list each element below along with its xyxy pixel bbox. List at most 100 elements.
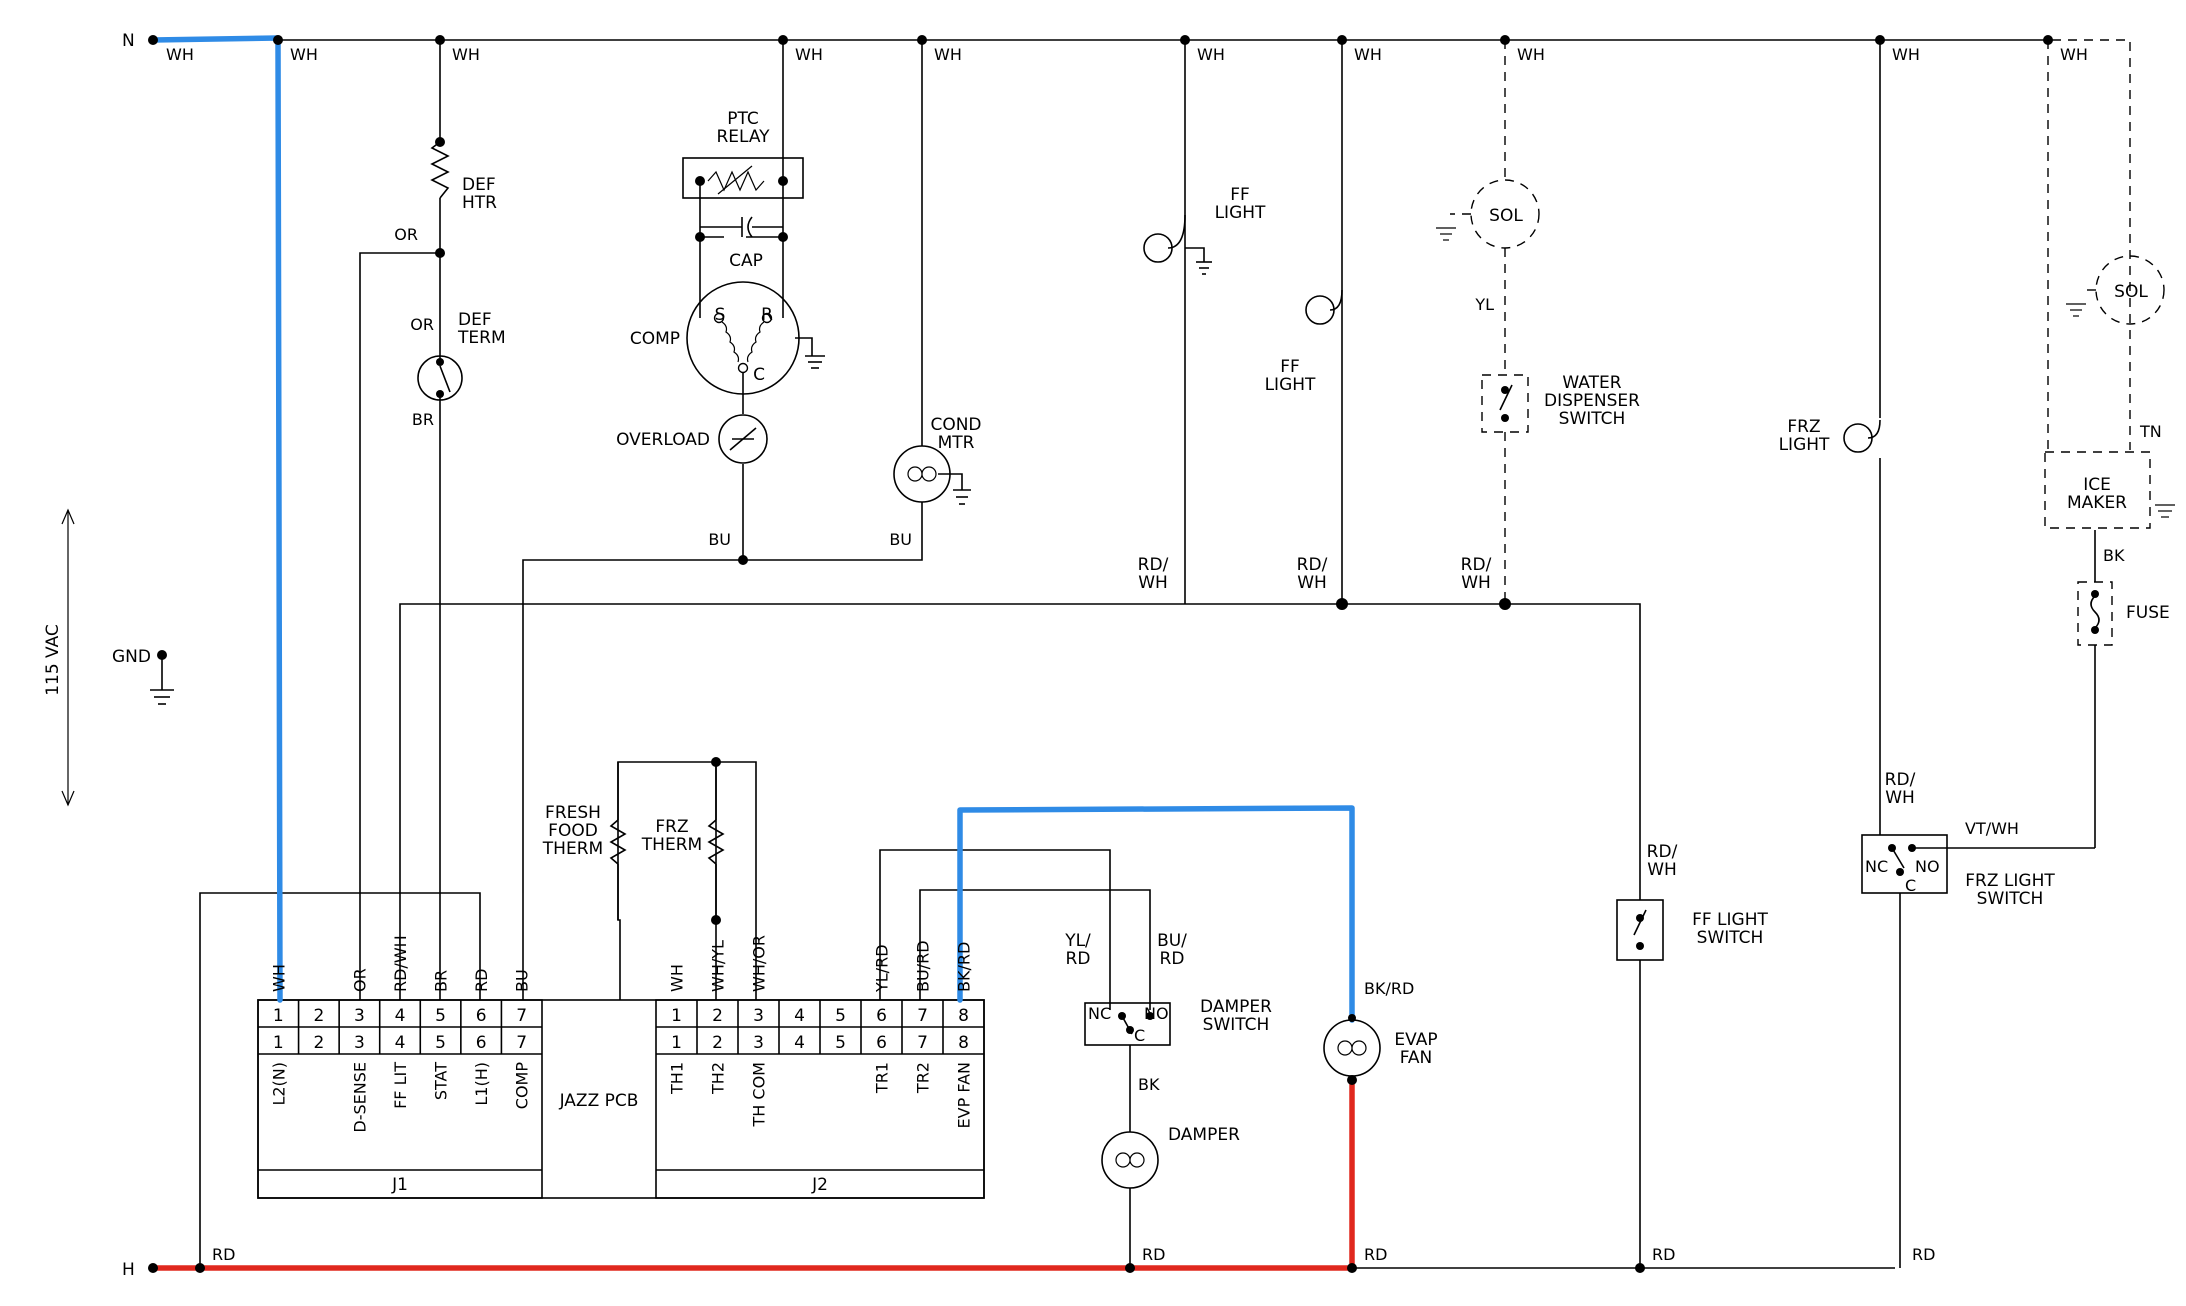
compressor-motor <box>686 281 800 395</box>
wire-label-rd: RD <box>212 1245 235 1264</box>
wire-label-wh: WH <box>1197 45 1225 64</box>
j2-pin-number: 5 <box>835 1033 846 1053</box>
cap-label: CAP <box>729 251 763 271</box>
j1-signal-label: FF LIT <box>391 1062 410 1109</box>
water-dispenser-switch <box>1481 374 1529 433</box>
ground-symbol <box>150 655 174 705</box>
j1-wire-label: RD/WH <box>391 935 410 992</box>
j2-signal-label: EVP FAN <box>955 1062 974 1128</box>
frz-thermistor <box>707 819 725 920</box>
ice-maker <box>2044 451 2175 529</box>
wire-label-tn: TN <box>2139 422 2162 441</box>
frz-switch-nc: NC <box>1865 857 1888 876</box>
j1-wire-label: RD <box>472 969 491 992</box>
ground-label: GND <box>112 647 151 667</box>
cond-motor <box>893 445 951 503</box>
j2-label: J2 <box>811 1175 828 1195</box>
j2-pin-number: 2 <box>712 1006 723 1026</box>
comp-c-label: C <box>753 365 765 385</box>
wire-label-rd-wh-2: RD/WH <box>1297 555 1328 593</box>
j2-pin-number: 8 <box>958 1033 969 1053</box>
j1-pin-number: 3 <box>354 1006 365 1026</box>
overload-protector <box>718 414 768 464</box>
frz-switch-no: NO <box>1915 857 1940 876</box>
damper-label: DAMPER <box>1168 1125 1240 1145</box>
capacitor <box>700 216 783 238</box>
wire-label-wh: WH <box>795 45 823 64</box>
fresh-food-thermistor <box>609 819 627 920</box>
wire-label-rd: RD <box>1912 1245 1935 1264</box>
ptc-relay <box>682 157 804 199</box>
wire-label-rd-wh-frz: RD/WH <box>1885 770 1916 808</box>
wire-label-br: BR <box>412 410 434 429</box>
evap-fan-motor <box>1323 1019 1381 1077</box>
wire-label-wh: WH <box>452 45 480 64</box>
wires <box>199 39 2131 1269</box>
j2-signal-label: TR1 <box>873 1062 892 1094</box>
j2-wire-label: WH/OR <box>750 935 769 992</box>
j2-wire-label: BU/RD <box>914 940 933 992</box>
wire-label-or: OR <box>410 315 434 334</box>
wire-label-rd-wh-3: RD/WH <box>1461 555 1492 593</box>
overload-label: OVERLOAD <box>616 430 710 450</box>
ff-light-lamp-2 <box>1305 295 1335 325</box>
voltage-label: 115 VAC <box>43 624 63 696</box>
ice-maker-solenoid <box>2066 255 2165 325</box>
j1-pin-number: 3 <box>354 1033 365 1053</box>
junction-dots <box>148 35 2099 1273</box>
wire-label-bu: BU <box>889 530 912 549</box>
j2-pin-number: 1 <box>671 1006 682 1026</box>
j2-signal-label: TH2 <box>709 1062 728 1095</box>
j1-pin-number: 1 <box>273 1006 284 1026</box>
j2-pin-number: 6 <box>876 1006 887 1026</box>
j1-pin-number: 7 <box>516 1006 527 1026</box>
j2-signal-label: TR2 <box>914 1062 933 1094</box>
sol-label-1: SOL <box>1489 206 1523 226</box>
fuse-label: FUSE <box>2126 603 2170 623</box>
j2-wire-label: WH <box>668 964 687 992</box>
j2-pin-number: 1 <box>671 1033 682 1053</box>
wire-label-bk-damper: BK <box>1138 1075 1160 1094</box>
water-solenoid <box>1436 179 1540 249</box>
wire-label-bk: BK <box>2103 546 2125 565</box>
j1-pin-number: 1 <box>273 1033 284 1053</box>
j2-pin-number: 3 <box>753 1006 764 1026</box>
j2-wire-label: WH/YL <box>709 940 728 992</box>
labels: N H GND 115 VAC WH WH WH WH WH WH WH WH … <box>43 31 2170 1280</box>
wire-label-rd: RD <box>1652 1245 1675 1264</box>
j2-pin-number: 7 <box>917 1006 928 1026</box>
j1-pin-number: 2 <box>313 1006 324 1026</box>
jazz-pcb-board <box>257 999 985 1199</box>
wire-label-wh: WH <box>1892 45 1920 64</box>
j1-pin-number: 5 <box>435 1006 446 1026</box>
wire-label-wh: WH <box>1517 45 1545 64</box>
voltage-arrow <box>61 508 75 807</box>
wire-label-rd-wh-ff: RD/WH <box>1647 842 1678 880</box>
jazz-pcb-label: JAZZ PCB <box>559 1091 639 1111</box>
j1-signal-label: D-SENSE <box>350 1062 369 1133</box>
wire-label-vt-wh: VT/WH <box>1965 819 2019 838</box>
neutral-rail-label: N <box>122 31 135 51</box>
ff-light-lamp-1 <box>1143 233 1173 263</box>
j1-pin-number: 4 <box>395 1006 406 1026</box>
j1-pin-number: 2 <box>313 1033 324 1053</box>
j1-signal-label: COMP <box>513 1062 532 1110</box>
wire-label-bu: BU <box>708 530 731 549</box>
j1-signal-label: L1(H) <box>472 1062 491 1106</box>
j1-pin-number: 6 <box>476 1006 487 1026</box>
j1-pin-number: 5 <box>435 1033 446 1053</box>
